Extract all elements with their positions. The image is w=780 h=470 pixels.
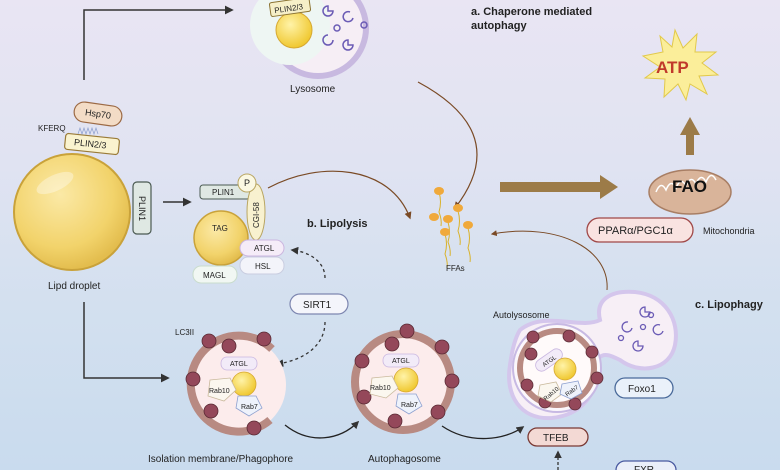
kferq-label: KFERQ [38, 124, 66, 133]
fxr-badge [615, 460, 677, 470]
autophagosome-rab10-label: Rab10 [370, 385, 391, 392]
plin23-label: PLIN2/3 [74, 137, 107, 150]
fao-to-atp-arrow [680, 117, 700, 155]
cma-plin23-label: PLIN2/3 [274, 2, 304, 15]
hsl-label: HSL [255, 262, 271, 271]
autolysosome: ATGL Rab10 Rab7 Autolysosome [493, 289, 678, 421]
plin1-label: PLIN1 [137, 196, 147, 221]
ppar-pgc1-label: PPARα/PGC1α [598, 225, 674, 237]
atp-star-icon [641, 28, 720, 102]
autophagosome-rab7-label: Rab7 [401, 402, 418, 409]
phagophore-rab7-label: Rab7 [241, 404, 258, 411]
cma-title-line1: a. Chaperone mediated [471, 6, 592, 18]
lysosome-enzymes [322, 5, 368, 51]
atgl-label: ATGL [254, 244, 275, 253]
ppar-pgc1-badge [586, 217, 694, 243]
cma-title-line2: autophagy [471, 20, 527, 32]
lysosome: PLIN2/3 Lysosome [250, 0, 369, 95]
cma-lipid [275, 11, 313, 49]
lysosome-label: Lysosome [290, 84, 336, 95]
sirt1-badge [289, 293, 349, 315]
lipid-droplet-body [13, 153, 131, 271]
autolysosome-lc3-dots [520, 329, 604, 411]
tag-label: TAG [212, 224, 228, 233]
phospho-marker [237, 173, 257, 193]
autophagosome-atgl-label: ATGL [392, 358, 410, 365]
foxo1-label: Foxo1 [628, 384, 656, 395]
hsp70-protein [73, 101, 123, 127]
fao-label: FAO [672, 177, 707, 196]
autophagosome-label: Autophagosome [368, 454, 441, 465]
autolysosome-enzymes [617, 306, 664, 352]
tfeb-badge [527, 427, 589, 447]
lipid-droplet: PLIN1 PLIN2/3 KFERQ Hsp70 Lipd droplet [13, 101, 152, 292]
autophagosome: ATGL Rab10 Rab7 Autophagosome [351, 323, 460, 465]
magl-protein [192, 265, 238, 284]
foxo1-badge [614, 377, 674, 399]
mitochondria-icon [648, 169, 732, 215]
mitochondria: FAO PPARα/PGC1α Mitochondria [586, 169, 755, 243]
atgl-protein [239, 239, 285, 257]
sirt1-to-atgl-arrow [290, 246, 326, 279]
phagophore-to-autophagosome-arrow [284, 420, 360, 439]
cma-plin23-protein [268, 0, 312, 17]
lipid-droplet-label: Lipd droplet [48, 281, 100, 292]
lipophagy-to-ffas-arrow [490, 230, 608, 291]
kferq-motif [77, 126, 99, 136]
lipolysis-complex: PLIN1 TAG CGI-58 P ATGL HSL MAGL [192, 173, 285, 284]
lipolysis-to-ffas-arrow [267, 170, 412, 220]
autophagosome-to-autolysosome-arrow [441, 425, 525, 440]
ffas-to-mitochondria-arrow [500, 175, 618, 199]
phagophore: LC3II ATGL Rab10 Rab7 Isolation membrane… [148, 328, 294, 465]
hsp70-label: Hsp70 [84, 107, 111, 121]
phagophore-lc3-dots [185, 331, 272, 436]
phagophore-atgl-label: ATGL [230, 361, 248, 368]
autophagosome-lc3-dots [354, 323, 460, 429]
phagophore-rab10-label: Rab10 [209, 388, 230, 395]
cma-to-ffas-arrow [417, 81, 478, 210]
phospho-label: P [244, 178, 250, 188]
sirt1-to-phagophore-arrow [275, 321, 326, 367]
atp-burst: ATP [641, 28, 720, 102]
fxr-label: FXR [634, 465, 654, 470]
ffas-cluster: FFAs [429, 187, 473, 273]
sirt1-label: SIRT1 [303, 300, 332, 311]
ffas-label: FFAs [446, 264, 465, 273]
mitochondria-label: Mitochondria [703, 226, 755, 236]
lipolysis-plin1-label: PLIN1 [212, 188, 235, 197]
lipophagy-title: c. Lipophagy [695, 299, 764, 311]
arrow-to-lipophagy [83, 302, 170, 383]
phagophore-label: Isolation membrane/Phagophore [148, 454, 294, 465]
plin1-protein [132, 181, 152, 235]
atp-label: ATP [656, 58, 689, 77]
lipolysis-title: b. Lipolysis [307, 218, 368, 230]
tag-droplet [193, 210, 249, 266]
lc3ii-label: LC3II [175, 328, 194, 337]
autolysosome-label: Autolysosome [493, 310, 550, 320]
tfeb-label: TFEB [543, 433, 569, 444]
hsl-protein [239, 256, 285, 275]
arrow-to-cma [83, 5, 234, 80]
plin23-protein [64, 132, 120, 156]
magl-label: MAGL [203, 271, 226, 280]
cgi58-label: CGI-58 [252, 202, 261, 228]
